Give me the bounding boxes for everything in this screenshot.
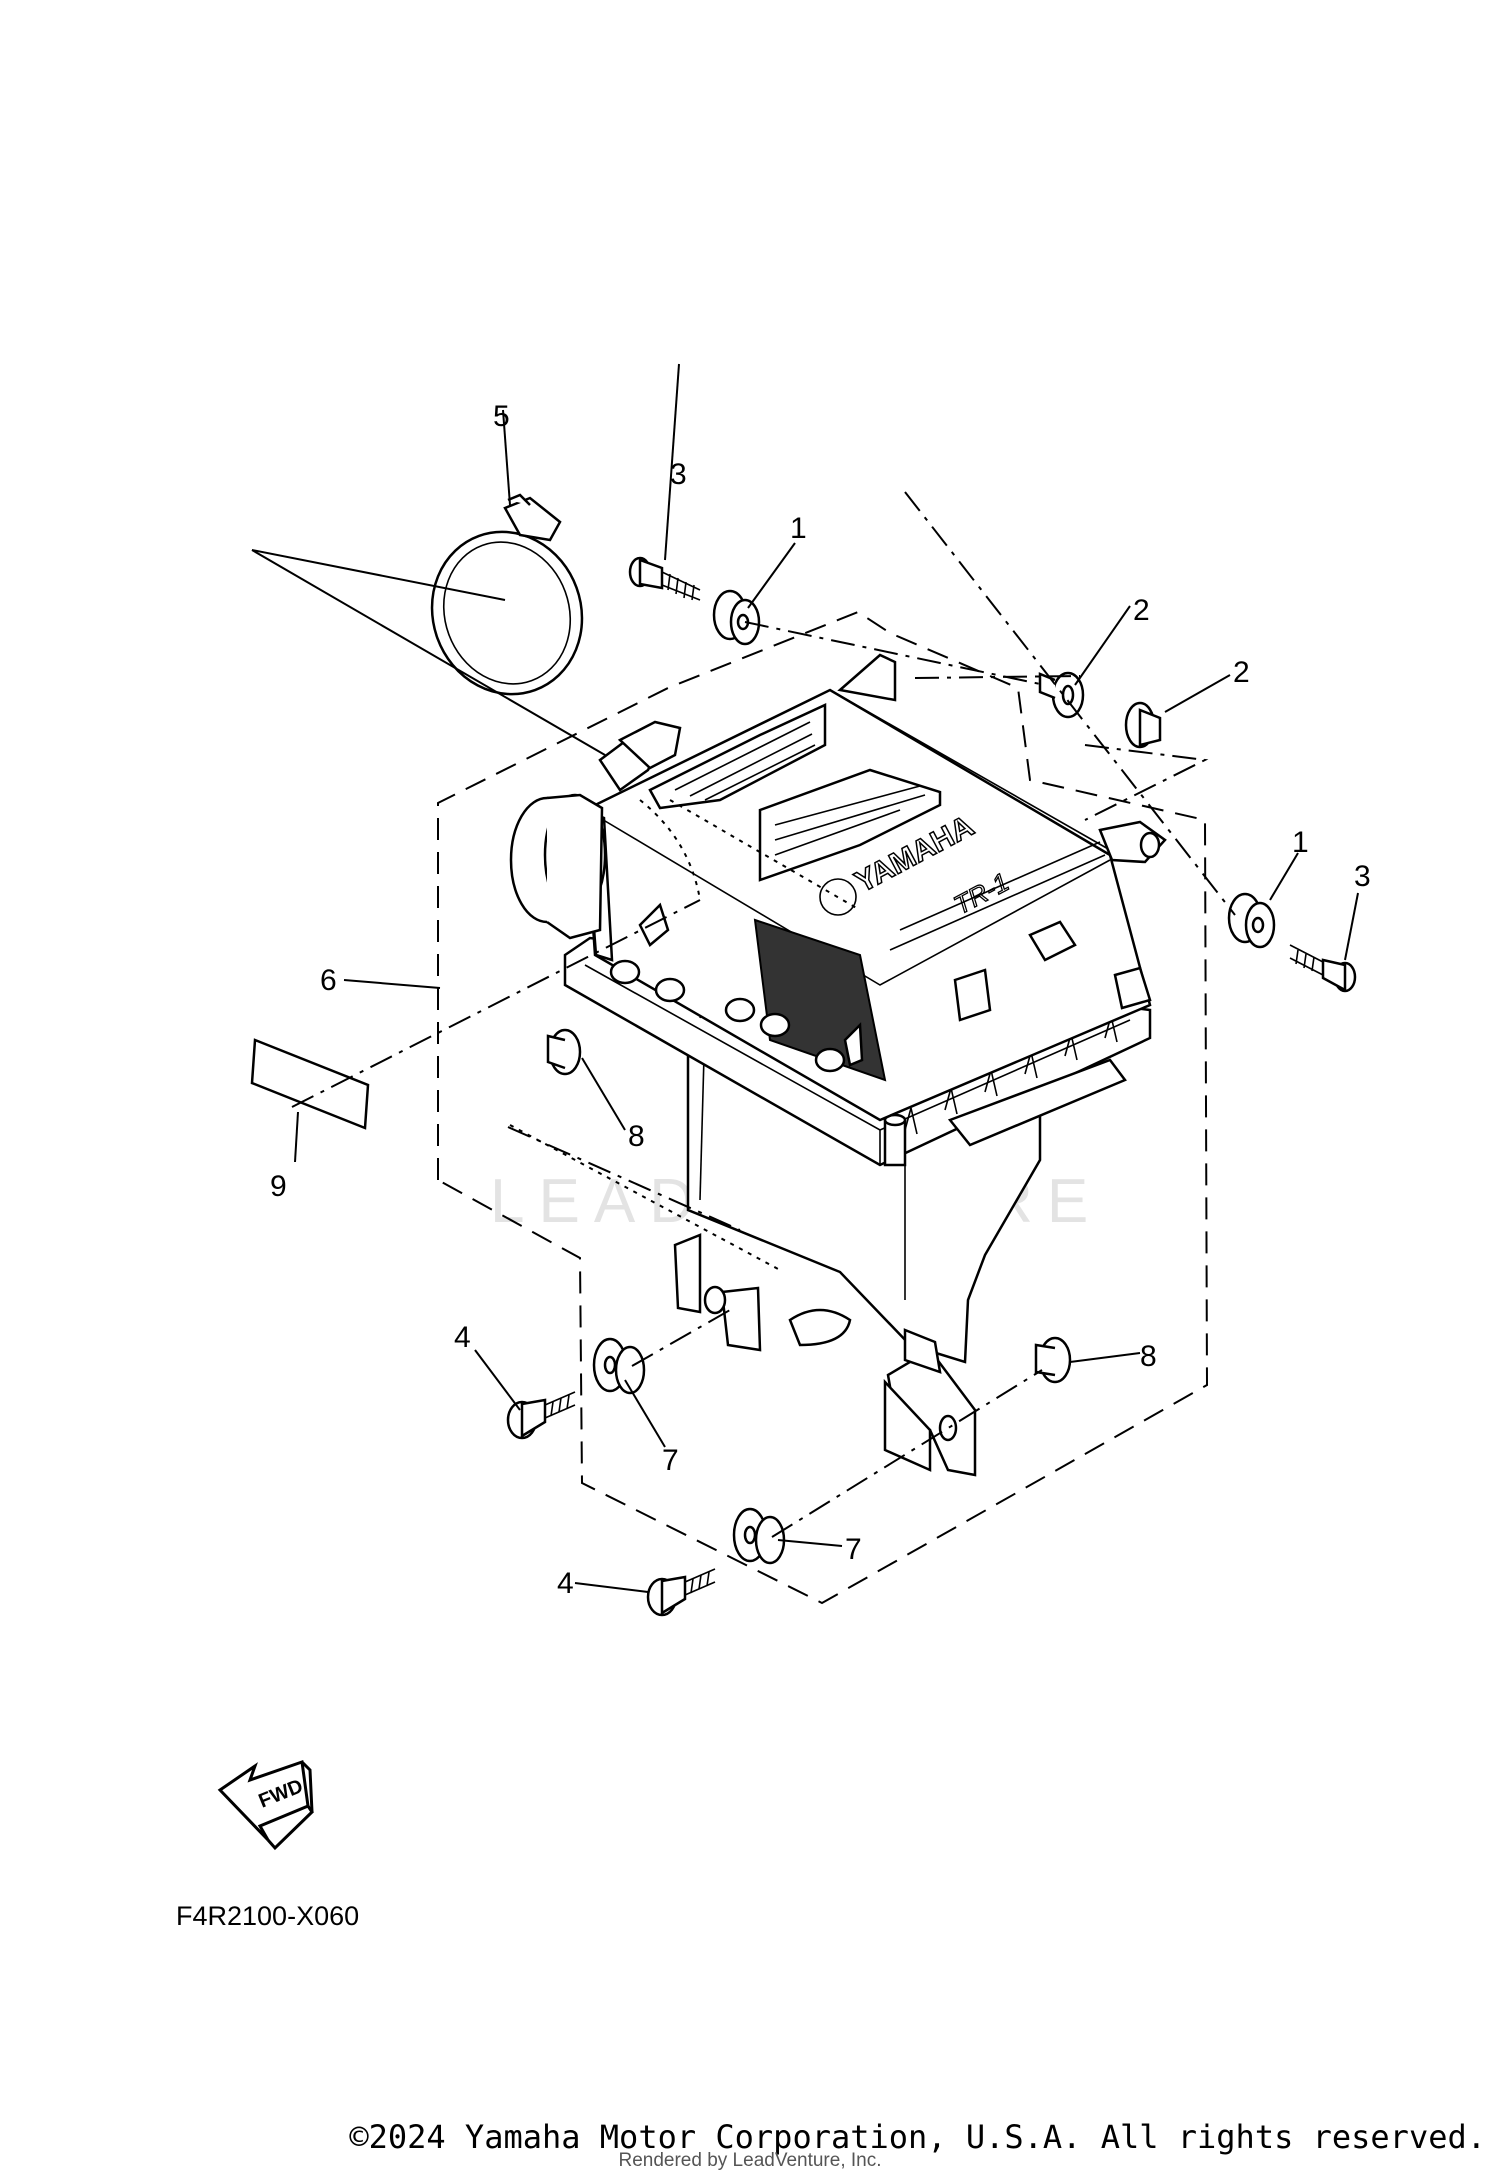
grommet-upper [712, 589, 761, 646]
callout-2-a: 2 [1133, 594, 1150, 627]
front-bosses [609, 902, 864, 1073]
center-lines [291, 491, 1236, 1538]
collar-b [1124, 701, 1162, 749]
bolt-upper [628, 556, 701, 601]
collar-8-right [1034, 1336, 1072, 1384]
bolt-4-upper [506, 1391, 576, 1440]
drawing-code: F4R2100-X060 [176, 1901, 359, 1931]
bolt-4-lower [646, 1568, 716, 1617]
intake-bell [509, 720, 682, 940]
callout-7-upper: 7 [662, 1444, 679, 1477]
leader-lines [251, 363, 1359, 1593]
callout-4-lower: 4 [557, 1567, 574, 1600]
callout-1-upper: 1 [790, 512, 807, 545]
copyright-notice: ©2024 Yamaha Motor Corporation, U.S.A. A… [349, 2118, 1486, 2156]
air-box-body: YAMAHA TR-1 [509, 653, 1167, 1477]
cover-vent-slots [648, 703, 942, 882]
callout-4-upper: 4 [454, 1321, 471, 1354]
callout-labels: 5 3 1 2 2 1 3 6 8 8 9 4 7 4 7 [270, 400, 1371, 1600]
grommet-7-lower [732, 1507, 786, 1565]
hose-clamp [430, 493, 584, 696]
callout-2-b: 2 [1233, 656, 1250, 689]
callout-9: 9 [270, 1170, 287, 1203]
callout-3-upper: 3 [670, 458, 687, 491]
yamaha-emblem-icon [819, 878, 857, 916]
fwd-arrow-icon: FWD [217, 1759, 314, 1851]
bolt-right [1289, 944, 1357, 993]
grommet-7-upper [592, 1337, 646, 1395]
assembly-boundary [437, 610, 1209, 1605]
callout-8-right: 8 [1140, 1340, 1157, 1373]
collar-8-left [546, 1028, 582, 1076]
callout-1-right: 1 [1292, 826, 1309, 859]
caution-label [250, 1038, 370, 1130]
rendered-by-notice: Rendered by LeadVenture, Inc. [618, 2150, 882, 2171]
callout-8-left: 8 [628, 1120, 645, 1153]
callout-7-lower: 7 [845, 1533, 862, 1566]
callout-5: 5 [493, 400, 510, 433]
grommet-right [1227, 892, 1276, 949]
callout-3-right: 3 [1354, 860, 1371, 893]
callout-6: 6 [320, 964, 337, 997]
